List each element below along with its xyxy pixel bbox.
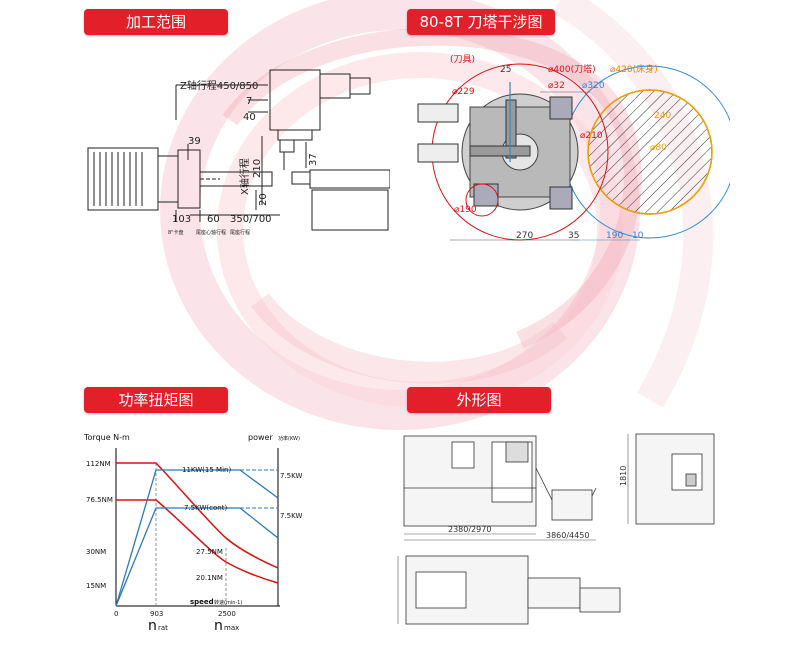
y-tick-76: 76.5NM <box>86 496 113 504</box>
caption-center: 尾座心轴行程 <box>196 229 226 236</box>
label-10: 10 <box>632 231 644 241</box>
label-270: 270 <box>516 231 533 241</box>
label-39: 39 <box>188 136 201 147</box>
x-title-unit: 转速(min-1) <box>214 599 242 606</box>
label-190: 190 <box>606 231 623 241</box>
label-d229: ⌀229 <box>452 87 475 97</box>
y-tick-30: 30NM <box>86 548 106 556</box>
caption-chuck: 8"卡盘 <box>168 229 183 236</box>
label-d32: ⌀32 <box>548 81 565 91</box>
right-label-7-5kw-top: 7.5KW <box>280 472 302 480</box>
label-tool: (刀具) <box>450 54 475 65</box>
section-title-range: 加工范围 <box>84 9 228 35</box>
dim-width-2: 3860/4450 <box>546 531 589 540</box>
x-tick-903: 903 <box>150 610 163 618</box>
label-25: 25 <box>500 65 511 75</box>
label-35: 35 <box>568 231 579 241</box>
section-title-torque: 功率扭矩图 <box>84 387 228 413</box>
caption-tail: 尾座行程 <box>230 229 250 236</box>
dim-width-1: 2380/2970 <box>448 525 491 534</box>
label-60: 60 <box>207 214 220 225</box>
label-nrat: rat <box>158 624 168 632</box>
turret-interference-diagram: (刀具) 25 ⌀400(刀塔) ⌀420(床身) ⌀229 ⌀32 ⌀320 … <box>417 54 730 241</box>
n-glyph-max: n <box>214 618 223 634</box>
section-title-shape: 外形图 <box>407 387 551 413</box>
dim-height-2: 1650 <box>396 582 398 602</box>
label-240: 240 <box>654 111 671 121</box>
label-20-1nm: 20.1NM <box>196 574 223 582</box>
label-11kw: 11KW(15 Min) <box>182 466 231 474</box>
label-7: 7 <box>246 96 252 107</box>
n-glyph-rat: n <box>148 618 157 634</box>
x-title-speed: speed <box>190 598 214 606</box>
x-tick-0: 0 <box>114 610 118 618</box>
label-20: 20 <box>258 193 269 206</box>
label-d210: ⌀210 <box>580 131 603 141</box>
label-d400: ⌀400(刀塔) <box>548 63 596 75</box>
label-37: 37 <box>308 153 319 166</box>
power-title: power <box>248 433 273 442</box>
dim-height-1: 1810 <box>619 466 628 486</box>
machining-range-diagram: Z轴行程450/850 7 40 39 X轴行程 210 37 20 103 6… <box>87 69 390 236</box>
label-z-travel: Z轴行程450/850 <box>180 79 258 92</box>
x-tick-2500: 2500 <box>218 610 236 618</box>
outline-drawing: 2380/2970 3860/4450 1810 1650 <box>396 433 715 625</box>
label-d190c: ⌀190 <box>454 205 477 215</box>
power-torque-chart: Torque N-m power 功率(KW) 112NM 76.5NM 30N… <box>83 433 302 634</box>
label-d80: ⌀80 <box>650 143 667 153</box>
label-27-5nm: 27.5NM <box>196 548 223 556</box>
label-103: 103 <box>172 214 191 225</box>
label-350: 350/700 <box>230 214 272 225</box>
y-tick-112: 112NM <box>86 460 111 468</box>
label-40: 40 <box>243 112 256 123</box>
label-d320: ⌀320 <box>582 81 605 91</box>
y-title: Torque N-m <box>83 433 130 442</box>
power-unit: 功率(KW) <box>278 435 300 442</box>
label-d420: ⌀420(床身) <box>610 63 658 75</box>
label-210: 210 <box>252 159 263 178</box>
right-label-7-5kw-bottom: 7.5KW <box>280 512 302 520</box>
label-7-5kw-cont: 7.5KW(cont) <box>184 504 227 512</box>
label-nmax: max <box>224 624 239 632</box>
y-tick-15: 15NM <box>86 582 106 590</box>
section-title-turret: 80-8T 刀塔干涉图 <box>407 9 555 35</box>
label-x-travel: X轴行程 <box>238 158 251 195</box>
